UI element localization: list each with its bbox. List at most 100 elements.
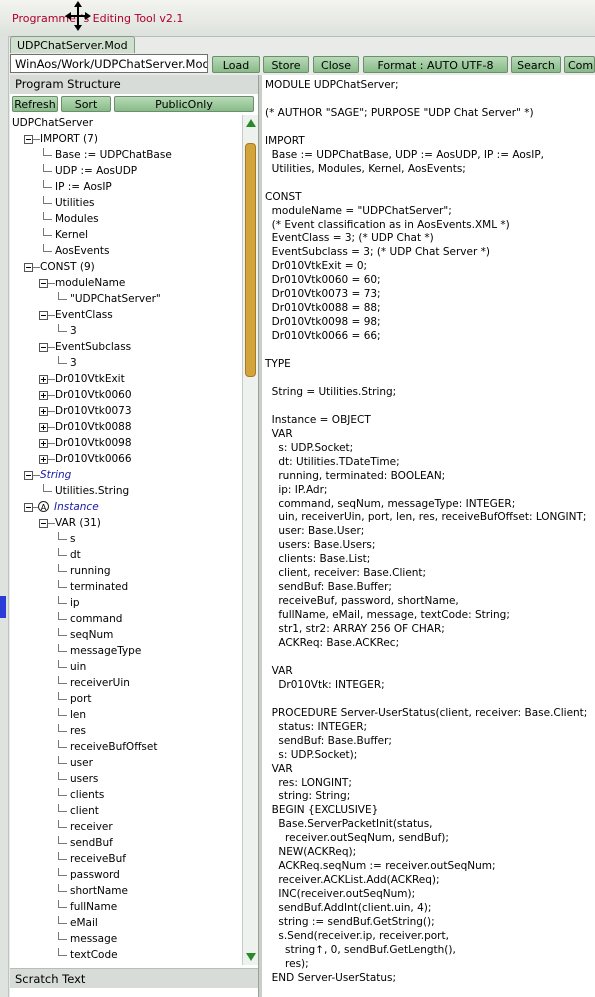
expand-icon[interactable] bbox=[39, 455, 48, 464]
collapse-icon[interactable] bbox=[39, 519, 48, 528]
tree-node[interactable]: EventSubclass bbox=[55, 341, 132, 353]
tree-node[interactable]: Utilities.String bbox=[55, 485, 130, 497]
tree-node[interactable]: command bbox=[70, 613, 123, 625]
tree-node[interactable]: res bbox=[70, 725, 87, 737]
pane-splitter[interactable] bbox=[258, 75, 263, 997]
scratch-text-area[interactable] bbox=[10, 988, 258, 997]
close-button[interactable]: Close bbox=[313, 56, 359, 73]
scroll-up-icon[interactable] bbox=[246, 119, 256, 127]
expand-icon[interactable] bbox=[39, 439, 48, 448]
refresh-button[interactable]: Refresh bbox=[12, 96, 58, 112]
tree-node[interactable]: Kernel bbox=[55, 229, 88, 241]
tree-node[interactable]: fullName bbox=[70, 901, 118, 913]
tree-node[interactable]: terminated bbox=[70, 581, 129, 593]
collapse-icon[interactable] bbox=[24, 503, 33, 512]
tree-node[interactable]: messageType bbox=[70, 645, 142, 657]
tree-node[interactable]: dt bbox=[70, 549, 81, 561]
tree-node[interactable]: ip bbox=[70, 597, 80, 609]
tree-node[interactable]: Dr010Vtk0060 bbox=[55, 389, 132, 401]
tree-node[interactable]: s bbox=[70, 533, 76, 545]
tree-node[interactable]: message bbox=[70, 933, 118, 945]
tree-node[interactable]: uin bbox=[70, 661, 87, 673]
title-bar[interactable]: Programmer's Editing Tool v2.1 bbox=[0, 0, 595, 37]
collapse-icon[interactable] bbox=[39, 279, 48, 288]
collapse-icon[interactable] bbox=[39, 311, 48, 320]
code-line: clients: Base.List; bbox=[265, 553, 371, 566]
tree-connector bbox=[58, 772, 59, 780]
tree-node[interactable]: UDPChatServer bbox=[12, 117, 94, 129]
public-only-button[interactable]: PublicOnly bbox=[114, 96, 254, 112]
tree-node[interactable]: Base := UDPChatBase bbox=[55, 149, 172, 161]
collapse-icon[interactable] bbox=[24, 263, 33, 272]
tree-scrollbar[interactable] bbox=[242, 115, 259, 965]
tree-node[interactable]: receiver bbox=[70, 821, 113, 833]
tree-node[interactable]: receiveBuf bbox=[70, 853, 126, 865]
tree-connector bbox=[58, 532, 59, 540]
tree-node[interactable]: Dr010Vtk0073 bbox=[55, 405, 132, 417]
format-button[interactable]: Format : AUTO UTF-8 bbox=[363, 56, 508, 73]
tree-node[interactable]: port bbox=[70, 693, 92, 705]
tree-node[interactable]: clients bbox=[70, 789, 105, 801]
tree-node[interactable]: VAR (31) bbox=[55, 517, 101, 529]
collapse-icon[interactable] bbox=[39, 343, 48, 352]
code-line: string := sendBuf.GetString(); bbox=[265, 916, 435, 928]
tree-node[interactable]: seqNum bbox=[70, 629, 114, 641]
tab-udpchatserver[interactable]: UDPChatServer.Mod bbox=[10, 36, 135, 53]
tree-node[interactable]: users bbox=[70, 773, 99, 785]
tree-node[interactable]: password bbox=[70, 869, 120, 881]
tree-connector bbox=[58, 827, 67, 828]
tree-node[interactable]: eMail bbox=[70, 917, 98, 929]
tree-node[interactable]: shortName bbox=[70, 885, 128, 897]
expand-icon[interactable] bbox=[39, 407, 48, 416]
tree-node[interactable]: moduleName bbox=[55, 277, 126, 289]
store-button[interactable]: Store bbox=[263, 56, 309, 73]
tree-node[interactable]: AosEvents bbox=[55, 245, 110, 257]
expand-icon[interactable] bbox=[39, 423, 48, 432]
tree-node[interactable]: 3 bbox=[70, 325, 77, 337]
tree-node[interactable]: client bbox=[70, 805, 99, 817]
tree-node[interactable]: receiveBufOffset bbox=[70, 741, 158, 753]
code-line: sendBuf.AddInt(client.uin, 4); bbox=[265, 902, 432, 915]
code-line: (* Event classification as in AosEvents.… bbox=[265, 218, 510, 231]
tree-connector bbox=[58, 836, 59, 844]
tree-node[interactable]: running bbox=[70, 565, 111, 577]
tree-node[interactable]: user bbox=[70, 757, 93, 769]
tree-node[interactable]: CONST (9) bbox=[40, 261, 95, 273]
tree-node[interactable]: len bbox=[70, 709, 87, 721]
tree-connector bbox=[48, 379, 55, 380]
file-path-input[interactable]: WinAos/Work/UDPChatServer.Mod bbox=[10, 54, 208, 73]
compile-button[interactable]: Comp bbox=[564, 56, 595, 73]
tree-node[interactable]: 3 bbox=[70, 357, 77, 369]
sort-button[interactable]: Sort bbox=[61, 96, 111, 112]
tree-node[interactable]: Modules bbox=[55, 213, 99, 225]
tree-node[interactable]: textCode bbox=[70, 949, 118, 961]
code-editor[interactable]: MODULE UDPChatServer;(* AUTHOR "SAGE"; P… bbox=[262, 75, 595, 997]
tree-node[interactable]: Dr010Vtk0066 bbox=[55, 453, 132, 465]
tree-connector bbox=[58, 635, 67, 636]
tree-node[interactable]: EventClass bbox=[55, 309, 113, 321]
scratch-text-header: Scratch Text bbox=[10, 968, 258, 988]
load-button[interactable]: Load bbox=[212, 56, 260, 73]
expand-icon[interactable] bbox=[39, 375, 48, 384]
tree-node[interactable]: Instance bbox=[54, 501, 99, 513]
tree-node[interactable]: UDP := AosUDP bbox=[55, 165, 138, 177]
tree-node[interactable]: Dr010Vtk0088 bbox=[55, 421, 132, 433]
tree-node[interactable]: Dr010VtkExit bbox=[55, 373, 125, 385]
collapse-icon[interactable] bbox=[24, 135, 33, 144]
tree-node[interactable]: IMPORT (7) bbox=[40, 133, 98, 145]
collapse-icon[interactable] bbox=[24, 471, 33, 480]
tree-node[interactable]: sendBuf bbox=[70, 837, 113, 849]
scroll-thumb[interactable] bbox=[245, 143, 256, 377]
tree-connector bbox=[58, 804, 59, 812]
expand-icon[interactable] bbox=[39, 391, 48, 400]
tree-node[interactable]: String bbox=[40, 469, 72, 481]
tree-node[interactable]: Dr010Vtk0098 bbox=[55, 437, 132, 449]
tree-connector bbox=[58, 731, 67, 732]
tree-node[interactable]: Utilities bbox=[55, 197, 95, 209]
tree-node[interactable]: receiverUin bbox=[70, 677, 130, 689]
search-button[interactable]: Search bbox=[511, 56, 561, 73]
tree-node[interactable]: "UDPChatServer" bbox=[70, 293, 161, 305]
tree-node[interactable]: IP := AosIP bbox=[55, 181, 112, 193]
scroll-down-icon[interactable] bbox=[246, 953, 256, 961]
